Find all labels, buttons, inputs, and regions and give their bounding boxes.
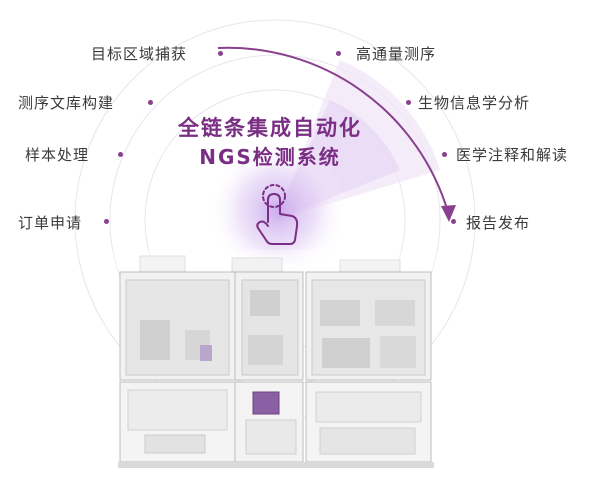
step-annotation: 医学注释和解读 bbox=[456, 146, 569, 164]
step-dot bbox=[104, 219, 109, 224]
machine-fade bbox=[100, 250, 450, 270]
progress-arc bbox=[217, 46, 449, 213]
step-library-build: 测序文库构建 bbox=[18, 94, 115, 112]
system-title-line2: NGS检测系统 bbox=[199, 145, 341, 169]
step-bioinformatics: 生物信息学分析 bbox=[418, 94, 531, 112]
step-dot bbox=[406, 100, 411, 105]
automation-machines bbox=[118, 255, 434, 468]
step-sequencing: 高通量测序 bbox=[356, 45, 437, 63]
step-sample-processing: 样本处理 bbox=[25, 146, 90, 164]
step-target-capture: 目标区域捕获 bbox=[91, 45, 188, 63]
step-dot bbox=[148, 100, 153, 105]
step-dot bbox=[336, 51, 341, 56]
arc-arrowhead bbox=[441, 205, 456, 222]
step-dot bbox=[118, 152, 123, 157]
touch-hand-icon bbox=[256, 184, 299, 245]
step-dot bbox=[442, 152, 447, 157]
step-order-request: 订单申请 bbox=[18, 214, 83, 232]
step-dot bbox=[218, 51, 223, 56]
step-dot bbox=[451, 219, 456, 224]
step-report-release: 报告发布 bbox=[466, 214, 531, 232]
system-title-line1: 全链条集成自动化 bbox=[178, 116, 362, 140]
glow bbox=[208, 140, 348, 280]
